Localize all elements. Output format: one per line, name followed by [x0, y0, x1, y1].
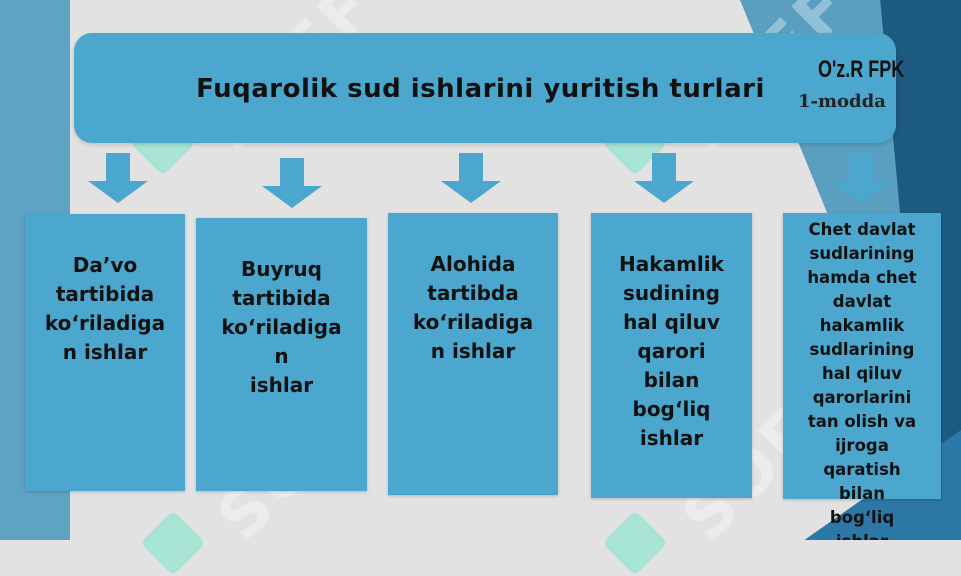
category-label: Da’vo tartibida ko‘riladiga n ishlar	[44, 253, 166, 364]
watermark-logo-icon	[140, 510, 206, 576]
down-arrow-icon	[88, 153, 148, 205]
down-arrow-icon	[441, 153, 501, 205]
category-label: Buyruq tartibida ko‘riladiga n ishlar	[221, 257, 342, 397]
watermark-logo-icon	[602, 510, 668, 576]
down-arrow-icon	[634, 153, 694, 205]
law-reference: O'z.R FPK	[818, 56, 905, 83]
category-label: Alohida tartibda ko‘riladiga n ishlar	[412, 252, 534, 363]
category-box-order: Buyruq tartibida ko‘riladiga n ishlar	[196, 218, 367, 491]
down-arrow-icon	[262, 158, 322, 210]
category-box-claim: Da’vo tartibida ko‘riladiga n ishlar	[25, 214, 185, 491]
category-box-foreign: Chet davlat sudlarining hamda chet davla…	[783, 213, 941, 540]
category-label: Hakamlik sudining hal qiluv qarori bilan…	[619, 252, 724, 450]
page-title: Fuqarolik sud ishlarini yuritish turlari	[196, 74, 765, 104]
title-banner	[74, 33, 896, 143]
category-label: Chet davlat sudlarining hamda chet davla…	[807, 220, 917, 540]
down-arrow-icon	[831, 153, 891, 205]
category-box-arbitration: Hakamlik sudining hal qiluv qarori bilan…	[591, 213, 752, 498]
category-box-special: Alohida tartibda ko‘riladiga n ishlar	[388, 213, 558, 495]
article-reference: 1-modda	[798, 91, 886, 112]
